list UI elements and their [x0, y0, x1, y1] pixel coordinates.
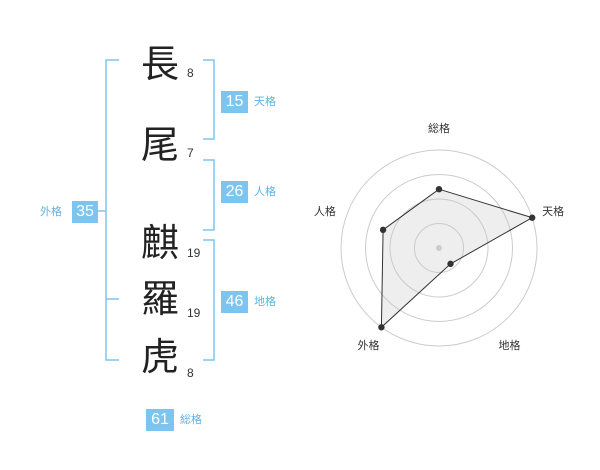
radar-axis-label-4: 人格	[314, 204, 336, 218]
radar-axis-label-0: 総格	[428, 121, 450, 135]
given-char-1: 麒	[140, 221, 179, 265]
radar-axis-label-2: 地格	[499, 338, 521, 352]
chikaku-score: 46	[221, 291, 248, 313]
given-char-2-strokes: 19	[187, 306, 201, 320]
radar-point-4	[379, 226, 387, 234]
tenkaku-score: 15	[221, 91, 248, 113]
radar-ring-4	[340, 149, 538, 347]
jinkaku-score: 26	[221, 181, 248, 203]
radar-axis-label-1: 天格	[542, 204, 564, 218]
gaikaku-score: 35	[72, 201, 98, 223]
tenkaku-label: 天格	[254, 95, 276, 108]
given-char-3-strokes: 8	[187, 366, 194, 380]
radar-ring-1	[414, 223, 464, 273]
surname-char-2-strokes: 7	[187, 146, 194, 160]
radar-center-dot	[436, 245, 442, 251]
soukaku-score: 61	[146, 409, 174, 431]
radar-ring-3	[365, 174, 513, 322]
surname-char-1: 長	[140, 42, 179, 86]
given-char-2: 羅	[140, 277, 179, 321]
given-char-3: 虎	[140, 335, 179, 379]
gaikaku-bracket	[105, 59, 119, 361]
surname-char-1-strokes: 8	[187, 66, 194, 80]
radar-point-1	[529, 214, 536, 221]
chikaku-label: 地格	[254, 295, 276, 308]
radar-point-2	[447, 260, 454, 268]
radar-point-3	[378, 324, 385, 331]
radar-area	[380, 188, 534, 329]
chikaku-bracket	[203, 239, 215, 361]
gaikaku-label: 外格	[40, 205, 62, 218]
radar-points	[378, 186, 536, 331]
surname-char-2: 尾	[140, 123, 179, 167]
tenkaku-bracket	[203, 59, 215, 140]
given-char-1-strokes: 19	[187, 246, 201, 260]
radar-axis-label-3: 外格	[357, 338, 379, 352]
jinkaku-bracket	[203, 159, 215, 231]
bracket-lines	[98, 59, 215, 361]
radar-rings	[340, 149, 538, 347]
radar-ring-2	[389, 198, 489, 298]
soukaku-label: 総格	[180, 413, 202, 426]
radar-point-0	[435, 186, 443, 193]
jinkaku-label: 人格	[254, 185, 276, 198]
